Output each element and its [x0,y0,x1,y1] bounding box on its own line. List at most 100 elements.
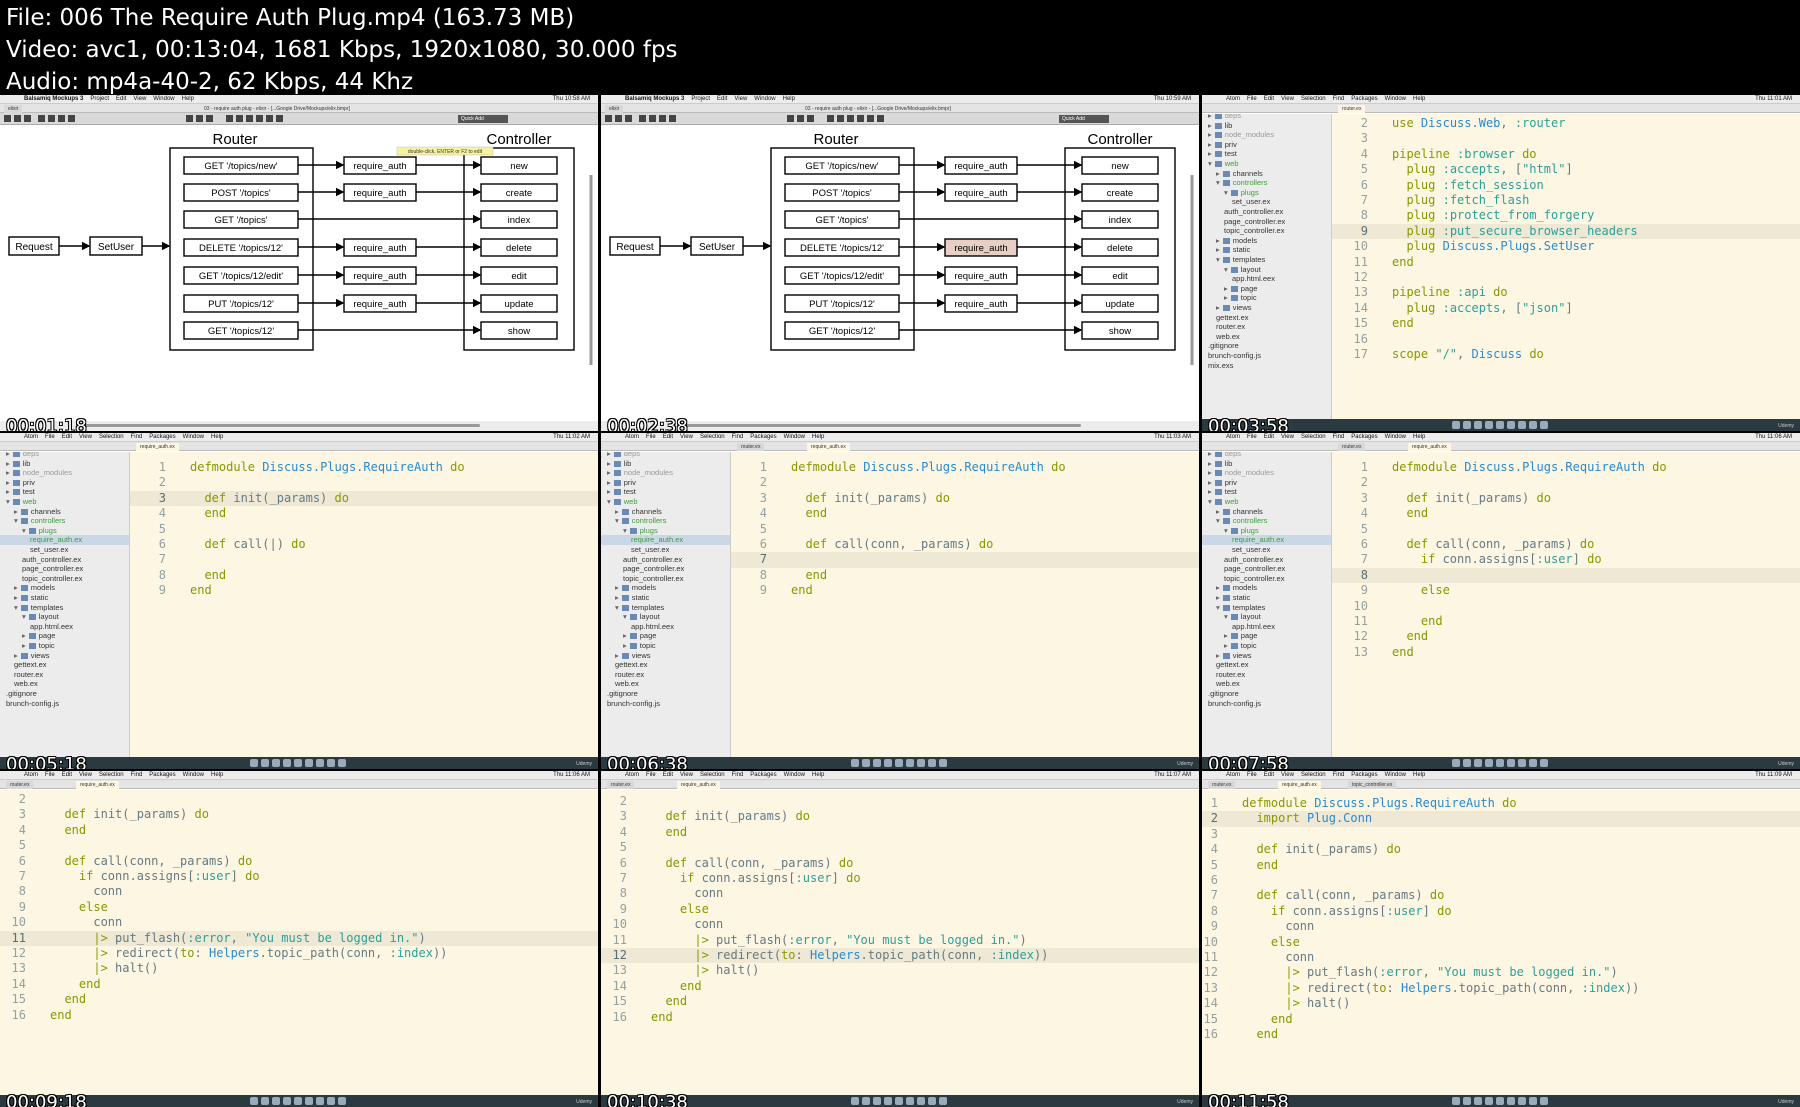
menu-item[interactable]: Edit [662,434,674,440]
menu-item[interactable]: Edit [61,434,73,440]
menu-item[interactable]: Find [130,434,143,440]
tree-item[interactable]: ▸test [6,487,35,497]
tree-item[interactable]: router.ex [14,670,43,680]
dock-icon[interactable] [895,759,903,767]
tree-item[interactable]: require_auth.ex [1202,535,1331,545]
dock-icon[interactable] [327,1097,335,1105]
tree-item[interactable]: app.html.eex [1232,274,1275,284]
tree-item[interactable]: router.ex [615,670,644,680]
chevron-icon[interactable]: ▾ [1208,159,1212,168]
chevron-icon[interactable]: ▸ [6,487,10,497]
chevron-icon[interactable]: ▾ [623,525,627,535]
tree-item[interactable]: .gitignore [607,689,638,699]
code-line[interactable]: end [651,825,687,840]
menu-item[interactable]: Project [691,96,711,102]
menu-item[interactable]: Packages [1351,772,1378,778]
code-line[interactable]: plug :protect_from_forgery [1392,208,1594,223]
chevron-icon[interactable]: ▸ [615,506,619,516]
tree-item[interactable]: ▸priv [1208,140,1237,150]
dock-icon[interactable] [862,759,870,767]
dock-icon[interactable] [884,759,892,767]
menu-item[interactable]: Window [1384,434,1406,440]
menu-item[interactable]: File [646,772,656,778]
chevron-icon[interactable]: ▸ [14,593,18,602]
menu-item[interactable]: View [734,96,748,102]
chevron-icon[interactable]: ▸ [607,468,611,478]
tree-item[interactable]: ▸deps [6,452,39,459]
dock-icon[interactable] [1507,1097,1515,1105]
code-line[interactable]: conn [651,917,723,932]
code-line[interactable]: |> put_flash(:error, "You must be logged… [1242,965,1617,980]
toolbar-icon[interactable] [246,115,253,122]
tree-item[interactable]: ▸views [14,651,50,661]
code-line[interactable]: |> put_flash(:error, "You must be logged… [651,933,1026,948]
chevron-icon[interactable]: ▸ [1208,139,1212,149]
chevron-icon[interactable]: ▸ [1216,245,1220,255]
chevron-icon[interactable]: ▸ [1224,293,1228,303]
toolbar-icon[interactable] [669,115,676,122]
tree-item[interactable]: auth_controller.ex [623,555,682,565]
chevron-icon[interactable]: ▸ [623,641,627,650]
dock-icon[interactable] [906,1097,914,1105]
code-line[interactable]: scope "/", Discuss do [1392,347,1544,362]
menu-item[interactable]: Atom [625,772,640,778]
tree-item[interactable]: ▸node_modules [1208,130,1274,140]
toolbar-icon[interactable] [659,115,666,122]
tree-item[interactable]: ▸models [1216,583,1257,593]
menu-item[interactable]: Atom [24,772,39,778]
toolbar-icon[interactable] [58,115,65,122]
toolbar-icon[interactable] [256,115,263,122]
chevron-icon[interactable]: ▸ [607,477,611,487]
chevron-icon[interactable]: ▾ [14,602,18,612]
menu-item[interactable]: Selection [1300,772,1326,778]
code-line[interactable]: end [1392,506,1428,521]
chevron-icon[interactable]: ▸ [1216,506,1220,516]
menu-item[interactable]: Packages [1351,434,1378,440]
code-line[interactable]: plug :fetch_flash [1392,193,1529,208]
tree-item[interactable]: ▸topic [1224,293,1257,303]
dock-icon[interactable] [250,759,258,767]
code-line[interactable]: |> halt() [1242,996,1350,1011]
chevron-icon[interactable]: ▾ [1224,525,1228,535]
dock-icon[interactable] [338,759,346,767]
code-line[interactable]: def call(conn, _params) do [791,537,993,552]
code-line[interactable]: pipeline :browser do [1392,147,1537,162]
chevron-icon[interactable]: ▸ [615,593,619,602]
dock-icon[interactable] [851,759,859,767]
menu-item[interactable]: Help [181,96,194,102]
tree-item[interactable]: ▸page [1224,284,1257,294]
dock-icon[interactable] [305,1097,313,1105]
menu-item[interactable]: View [680,434,693,440]
dock-icon[interactable] [939,759,947,767]
menu-item[interactable]: Help [1413,96,1426,102]
tree-item[interactable]: page_controller.ex [1224,564,1285,574]
chevron-icon[interactable]: ▾ [623,612,627,622]
tree-item[interactable]: set_user.ex [1232,545,1270,555]
tree-item[interactable]: ▸views [1216,303,1252,313]
menu-item[interactable]: Window [783,772,805,778]
dock-icon[interactable] [884,1097,892,1105]
tree-item[interactable]: ▸static [1216,593,1250,603]
tree-item[interactable]: ▾plugs [1224,188,1259,198]
scroll-thumb[interactable] [681,424,1081,427]
chevron-icon[interactable]: ▸ [22,641,26,650]
code-line[interactable]: plug :accepts, ["html"] [1392,162,1572,177]
code-line[interactable]: def call(conn, _params) do [50,854,252,869]
code-line[interactable]: if conn.assigns[:user] do [1242,904,1452,919]
menu-item[interactable]: Find [1332,772,1345,778]
tree-item[interactable]: gettext.ex [615,660,648,670]
editor-tab[interactable]: require_auth.ex [677,781,720,789]
toolbar-icon[interactable] [649,115,656,122]
toolbar-icon[interactable] [615,115,622,122]
toolbar-icon[interactable] [226,115,233,122]
tree-item[interactable]: ▸deps [1208,114,1241,121]
chevron-icon[interactable]: ▸ [1216,168,1220,178]
menu-item[interactable]: Packages [750,434,777,440]
tree-item[interactable]: ▸static [615,593,649,603]
menu-item[interactable]: Find [1332,434,1345,440]
tree-item[interactable]: page_controller.ex [623,564,684,574]
